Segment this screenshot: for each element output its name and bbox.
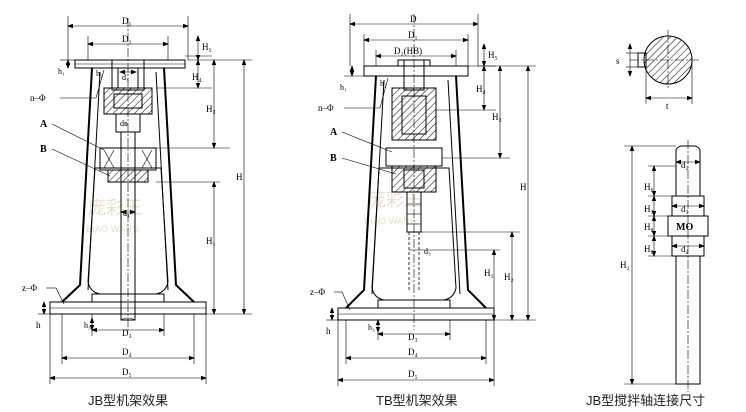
shaft-label-d4: d₄ [681,244,689,254]
tb-label-h5: H₅ [488,50,498,60]
tb-label-h-small: h [326,326,331,336]
shaft-label-h6: H₆ [644,182,654,192]
jb-label-d3: D₃ [122,328,132,338]
tb-label-z-phi: z–Φ [310,287,325,297]
shaft-label-mo: MO [676,222,693,233]
jb-label-d4: D₄ [122,347,132,357]
caption-jb-frame: JB型机架效果 [88,393,168,408]
tb-label-b: B [330,153,337,164]
jb-label-h5: H₅ [202,42,212,52]
shaft-label-t: t [666,101,669,111]
tb-body-left-wall [345,75,377,309]
jb-label-h-small: h [36,320,41,330]
shaft-label-s: s [616,56,620,66]
tb-coupling [391,87,437,141]
tb-label-h2: H₂ [504,272,514,282]
tb-label-d1: D₁ [408,30,418,40]
jb-body-right-wall [163,67,195,303]
jb-label-d1: D₁ [122,16,132,26]
jb-label-h3-small: h₃ [84,321,91,330]
jb-label-d4-small: d₄ [123,209,130,218]
jb-window [87,167,169,295]
jb-label-h1-small: h₁ [58,67,65,76]
jb-shaft [120,131,136,321]
tb-label-h1-small: h₁ [340,83,347,92]
tb-label-h2-small: h₂ [380,79,387,88]
tb-label-h4: H₄ [476,84,486,94]
tb-label-d: D [410,14,417,24]
jb-label-a: A [40,119,48,130]
jb-label-h1: H₁ [206,236,216,246]
tb-top-flange [363,65,469,77]
tb-label-n-phi: n–Φ [318,103,334,113]
jb-label-b: B [40,144,47,155]
watermark-logo-2: 庞彩王 [368,190,422,211]
jb-label-h4: H₄ [192,72,202,82]
tb-label-h1: H₁ [484,268,494,278]
jb-label-d3-small: d₃ [122,73,129,82]
jb-label-h: H [236,172,243,182]
jb-label-d2: D₂ [122,34,132,44]
tb-label-d3: D₃ [408,332,418,342]
watermark-text: BIAO WANG [86,225,139,235]
tb-label-a: A [330,127,338,138]
tb-label-d5: D₅ [408,369,418,379]
jb-label-h3: H₃ [206,104,216,114]
tb-window [371,167,457,301]
shaft-label-h9: H₉ [644,244,654,254]
tb-shaft [406,191,422,233]
jb-frame-drawing: 庞彩王 BIAO WANG dʙ [22,16,252,384]
shaft-label-h8: H₈ [644,222,654,232]
jb-label-h2-small: h₂ [96,69,103,78]
jb-label-z-phi: z–Φ [22,283,37,293]
tb-label-h3-small: h₃ [368,323,375,332]
shaft-drawing: s t d₂ d₃ MO d₄ H₆ H₇ H₈ [616,30,709,392]
caption-tb-frame: TB型机架效果 [376,393,458,408]
watermark-logo: 庞彩王 [88,198,142,219]
shaft-label-h7: H₇ [644,204,654,214]
caption-shaft: JB型搅拌轴连接尺寸 [586,393,705,408]
jb-label-db: dʙ [120,119,128,128]
tb-label-h: H [520,182,527,192]
tb-label-d4: D₄ [408,347,418,357]
jb-label-n-phi: n–Φ [30,93,46,103]
shaft-body [675,255,701,385]
tb-frame-drawing: 庞彩王 BIAO WANG d₃ [310,14,536,386]
tb-label-h3: H₃ [492,112,502,122]
tb-label-d3-small: d₃ [424,247,431,256]
tb-body-right-wall [455,75,487,309]
jb-coupling [103,87,153,115]
shaft-top-section [675,145,701,197]
tb-label-d2-hb: D₂(HB) [394,46,422,56]
shaft-label-d3: d₃ [681,204,689,214]
jb-label-d5: D₅ [122,367,132,377]
jb-seal-b [107,169,149,183]
shaft-label-h2: H₂ [620,260,630,270]
shaft-label-d2: d₂ [681,160,689,170]
jb-body-left-wall [61,67,93,303]
watermark-text-2: BIAO WANG [364,217,417,227]
